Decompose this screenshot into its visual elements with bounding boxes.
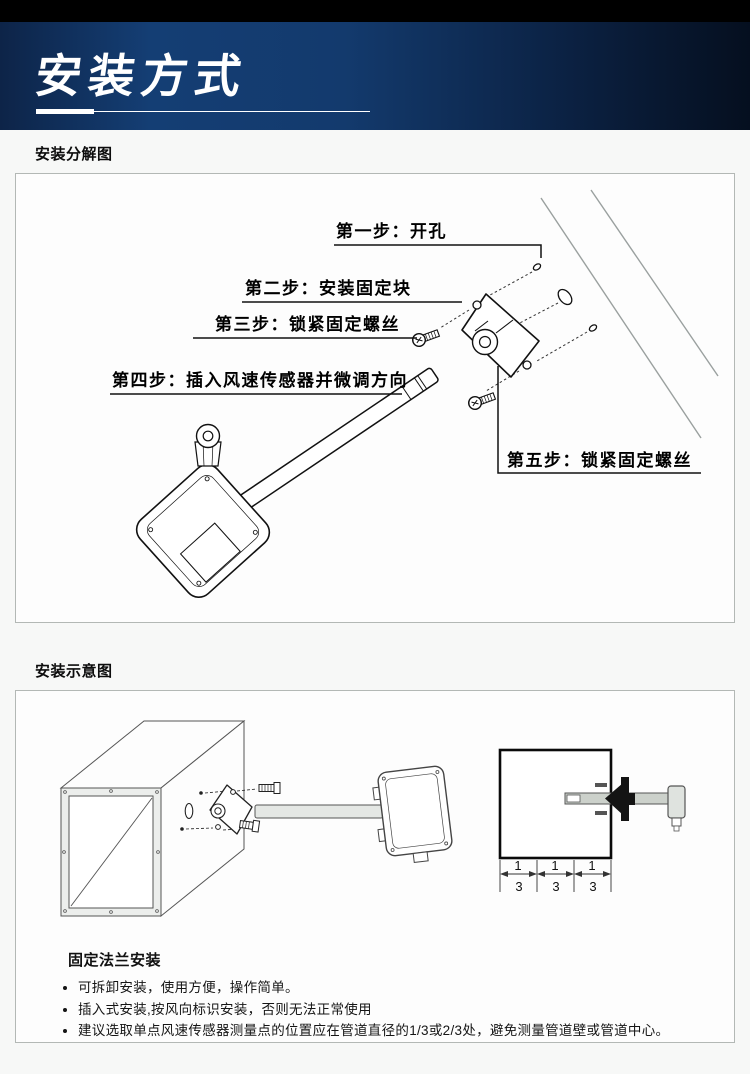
exploded-panel: 第一步：开孔 第二步：安装固定块 第三步：锁紧固定螺丝 第四步：插入风速传感器并… (15, 173, 735, 623)
dim-numerator: 1 (514, 858, 521, 873)
dim-numerator: 1 (551, 858, 558, 873)
dim-denominator: 3 (515, 879, 522, 894)
duct-sensor (254, 765, 453, 864)
screw (411, 329, 441, 348)
note-item: 建议选取单点风速传感器测量点的位置应在管道直径的1/3或2/3处，避免测量管道壁… (78, 1020, 734, 1042)
exploded-diagram: 第一步：开孔 第二步：安装固定块 第三步：锁紧固定螺丝 第四步：插入风速传感器并… (110, 189, 719, 598)
step-3-label: 第三步：锁紧固定螺丝 (215, 314, 400, 334)
cable-gland (194, 423, 222, 467)
schematic-diagram: 1 1 1 3 3 3 (59, 719, 686, 918)
install-notes: 可拆卸安装，使用方便，操作简单。 插入式安装,按风向标识安装，否则无法正常使用 … (16, 977, 734, 1042)
banner: 安装方式 (0, 22, 750, 130)
flange-install-heading: 固定法兰安装 (68, 952, 162, 969)
step-5-label: 第五步：锁紧固定螺丝 (507, 450, 692, 470)
probe-tube (221, 367, 439, 522)
page-title: 安装方式 (31, 50, 252, 102)
title-underline (36, 109, 370, 114)
duct-cross-section (498, 748, 686, 860)
step-2-label: 第二步：安装固定块 (245, 278, 412, 298)
note-item: 可拆卸安装，使用方便，操作简单。 (78, 977, 734, 999)
section-title-schematic: 安装示意图 (35, 663, 113, 680)
step-4-label: 第四步：插入风速传感器并微调方向 (112, 370, 408, 390)
step-1-label: 第一步：开孔 (336, 221, 447, 241)
dim-numerator: 1 (588, 858, 595, 873)
screw (467, 392, 497, 411)
dimension-lines: 1 1 1 3 3 3 (499, 858, 612, 894)
step-labels: 第一步：开孔 第二步：安装固定块 第三步：锁紧固定螺丝 第四步：插入风速传感器并… (110, 221, 701, 474)
duct-3d (59, 719, 246, 918)
dim-denominator: 3 (552, 879, 559, 894)
schematic-panel: 1 1 1 3 3 3 固定法兰安装 可拆卸安装，使用方便，操作简单。 插入式安… (15, 690, 735, 1043)
duct-flange-assembly (180, 782, 281, 835)
section-title-exploded: 安装分解图 (35, 146, 113, 163)
sensor-housing (135, 464, 271, 598)
fixing-block (461, 293, 540, 378)
dim-denominator: 3 (589, 879, 596, 894)
top-black-strip (0, 0, 750, 22)
note-item: 插入式安装,按风向标识安装，否则无法正常使用 (78, 999, 734, 1021)
